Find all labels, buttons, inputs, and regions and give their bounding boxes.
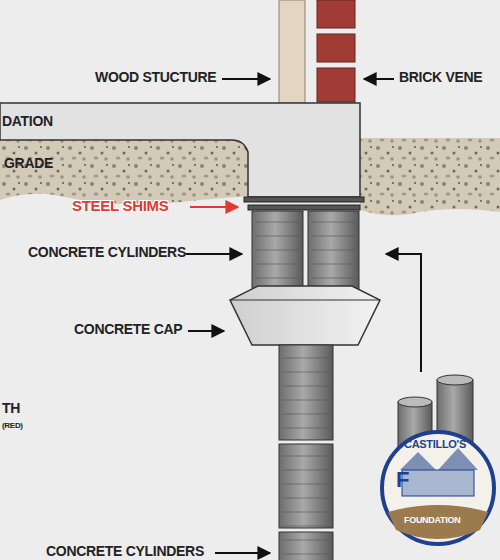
cylinder-texture (255, 264, 300, 265)
steel-shims (244, 197, 364, 210)
cap-edge (230, 300, 380, 301)
soil-right (360, 138, 500, 215)
cylinder-texture (311, 278, 356, 279)
concrete-cap (230, 286, 380, 345)
cylinder-lines (255, 222, 356, 292)
inset-arrow (386, 254, 421, 372)
part-label: GRADE (4, 156, 53, 171)
logo-text: F (396, 468, 409, 492)
note-text: (RED) (2, 422, 23, 431)
part-label: CONCRETE CAP (74, 322, 182, 337)
cylinder-texture (311, 222, 356, 223)
part-label: CONCRETE CYLINDERS (46, 544, 204, 559)
logo-text: FOUNDATION (404, 516, 460, 526)
shims-arrow (190, 206, 238, 208)
lower-cylinders (279, 345, 333, 560)
part-label: CONCRETE CYLINDERS (28, 245, 186, 260)
logo-text: CASTILLO'S (404, 438, 466, 450)
wood-structure (279, 0, 305, 103)
cylinder-texture (311, 250, 356, 251)
brick-veneer (317, 0, 355, 102)
part-label: DATION (2, 114, 53, 129)
cylinder-texture (255, 236, 300, 237)
cylinder-texture (255, 278, 300, 279)
part-label: WOOD STUCTURE (95, 70, 216, 85)
part-label: BRICK VENE (399, 70, 482, 85)
foundation-beam (0, 103, 360, 197)
cylinder-texture (255, 250, 300, 251)
soil-left (0, 140, 248, 204)
cylinder-texture (282, 358, 330, 554)
company-logo (382, 432, 494, 544)
cylinder-texture (311, 264, 356, 265)
upper-cylinders (252, 211, 359, 293)
part-label: STEEL SHIMS (72, 198, 168, 215)
leader-arrows (186, 79, 394, 553)
part-label: TH (2, 401, 20, 416)
cylinder-texture (255, 222, 300, 223)
cylinder-texture (311, 236, 356, 237)
